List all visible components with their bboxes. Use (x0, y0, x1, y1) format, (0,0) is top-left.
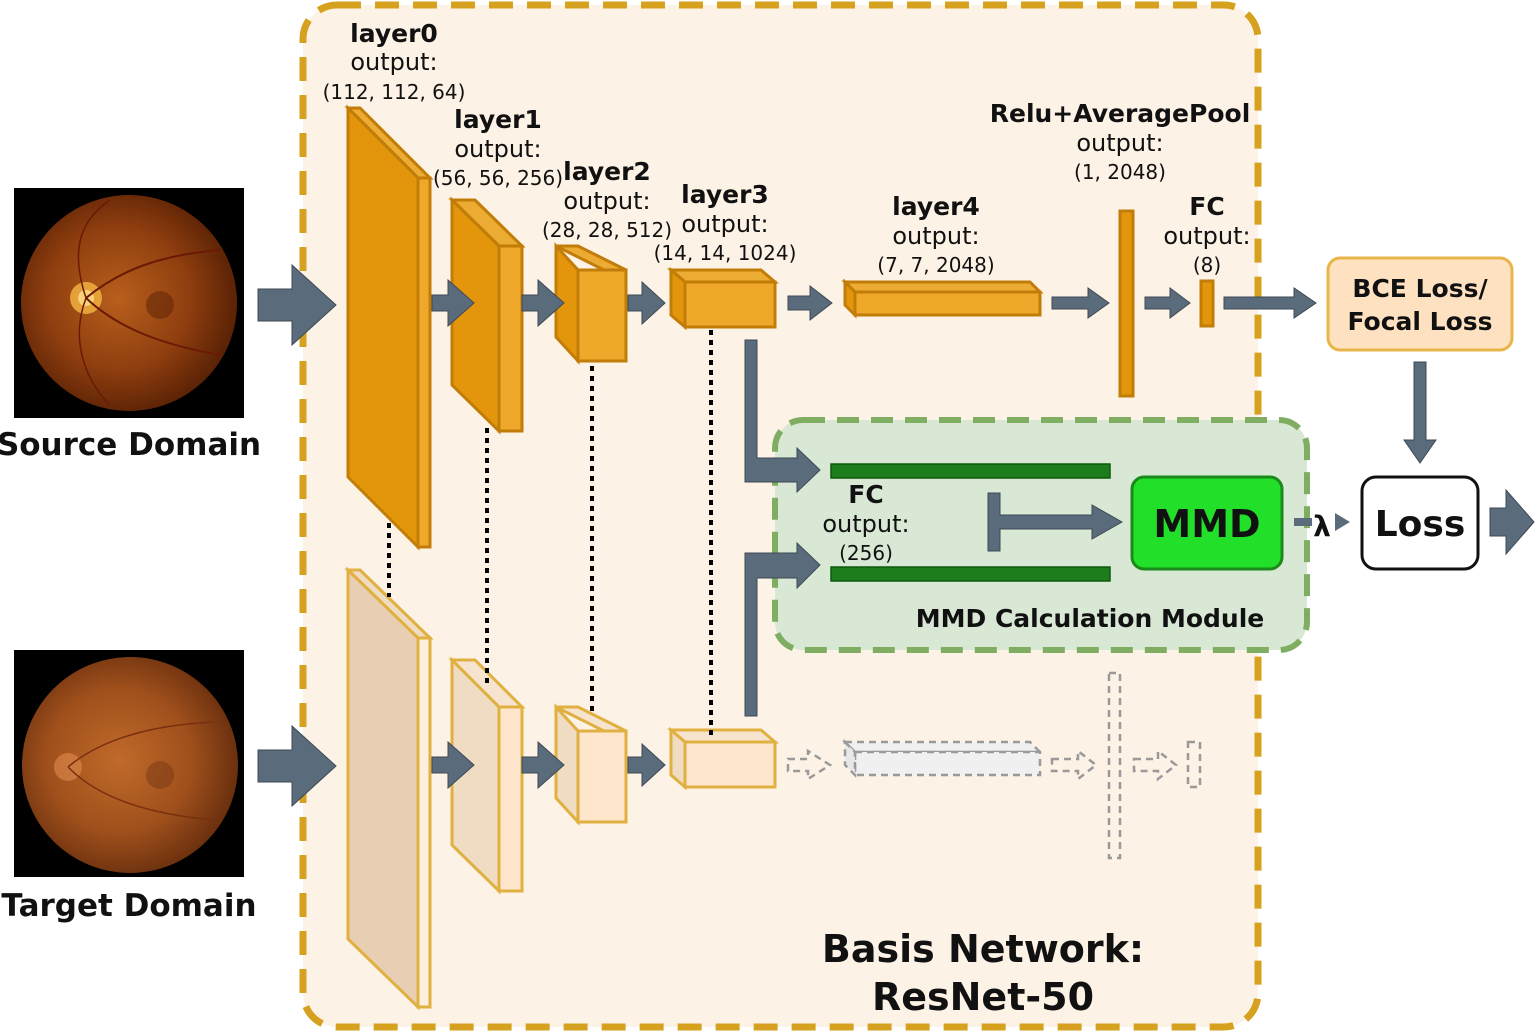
basis-network-line2: ResNet-50 (872, 975, 1094, 1019)
layer3-dims: (14, 14, 1024) (654, 241, 797, 265)
arrow-l4-pool (1051, 287, 1110, 319)
mmd-fc-dims: (256) (839, 541, 893, 565)
arrow-l3-l4 (787, 284, 833, 322)
layer2-name: layer2 (563, 157, 651, 186)
pool-name: Relu+AveragePool (990, 99, 1251, 128)
arrow-source-to-mmd-fc (744, 339, 821, 494)
ghost-target-tail (786, 671, 1202, 860)
basis-network-line1: Basis Network: (822, 927, 1144, 971)
layer0-block (344, 104, 434, 551)
mmd-fc-name: FC (848, 480, 883, 509)
source-domain-label: Source Domain (0, 427, 261, 463)
layer1-output-label: output: (454, 135, 541, 163)
arrow-l1-l2 (521, 278, 565, 328)
fc-dims: (8) (1193, 253, 1221, 277)
pool-output-label: output: (1076, 129, 1163, 157)
target-layer3-block (666, 726, 780, 791)
mmd-box (1130, 475, 1284, 571)
target-domain-label: Target Domain (1, 888, 256, 924)
mmd-module-label: MMD Calculation Module (916, 604, 1265, 633)
layer4-output-label: output: (892, 222, 979, 250)
layer3-output-label: output: (681, 210, 768, 238)
target-arrow-l1-l2 (521, 740, 565, 790)
pool-dims: (1, 2048) (1074, 160, 1166, 184)
lambda-arrow-shaft (1294, 518, 1312, 526)
layer2-block (554, 242, 628, 365)
layer1-name: layer1 (454, 105, 542, 134)
layer3-block (666, 266, 780, 331)
pool-bar (1118, 209, 1135, 398)
arrow-fc-bce (1223, 287, 1317, 319)
source-fundus-image (14, 188, 244, 418)
loss-box (1360, 475, 1480, 571)
shared-weight-links (387, 330, 713, 740)
fc-name: FC (1189, 192, 1224, 221)
layer4-block (841, 278, 1044, 319)
layer0-dims: (112, 112, 64) (323, 80, 466, 104)
bce-loss-line2: Focal Loss (1347, 307, 1492, 336)
source-input-arrow (257, 263, 337, 347)
arrow-l0-l1 (431, 278, 475, 328)
layer2-output-label: output: (563, 187, 650, 215)
layer2-dims: (28, 28, 512) (542, 218, 672, 242)
layer0-output-label: output: (350, 48, 437, 76)
layer3-name: layer3 (681, 180, 769, 209)
arrow-target-to-mmd-fc (744, 541, 821, 717)
lambda-arrow-head (1335, 513, 1350, 531)
layer4-dims: (7, 7, 2048) (877, 253, 994, 277)
layer1-dims: (56, 56, 256) (433, 166, 563, 190)
fc-bar (1199, 279, 1215, 328)
fc-output-label: output: (1163, 222, 1250, 250)
arrow-bce-loss (1403, 361, 1437, 464)
lambda-symbol: λ (1313, 510, 1331, 543)
target-layer2-block (554, 703, 628, 826)
layer4-name: layer4 (892, 192, 980, 221)
arrow-fc-to-mmd (987, 492, 1124, 552)
layer1-block (448, 196, 526, 435)
mmd-fc-output-label: output: (822, 510, 909, 538)
target-fundus-image (14, 650, 244, 877)
target-arrow-l2-l3 (627, 742, 666, 788)
target-input-arrow (257, 724, 337, 808)
arrow-l2-l3 (627, 280, 666, 326)
target-layer0-block (344, 566, 434, 1011)
mmd-label: MMD (1153, 502, 1260, 546)
layer0-name: layer0 (350, 19, 438, 48)
mmd-fc-source-bar (830, 463, 1111, 479)
bce-loss-line1: BCE Loss/ (1352, 274, 1488, 303)
mmd-fc-target-bar (830, 566, 1111, 582)
arrow-pool-fc (1144, 287, 1191, 319)
target-arrow-l0-l1 (431, 740, 475, 790)
loss-label: Loss (1375, 504, 1466, 545)
bce-loss-box (1326, 256, 1514, 352)
loss-output-arrow (1489, 488, 1535, 556)
